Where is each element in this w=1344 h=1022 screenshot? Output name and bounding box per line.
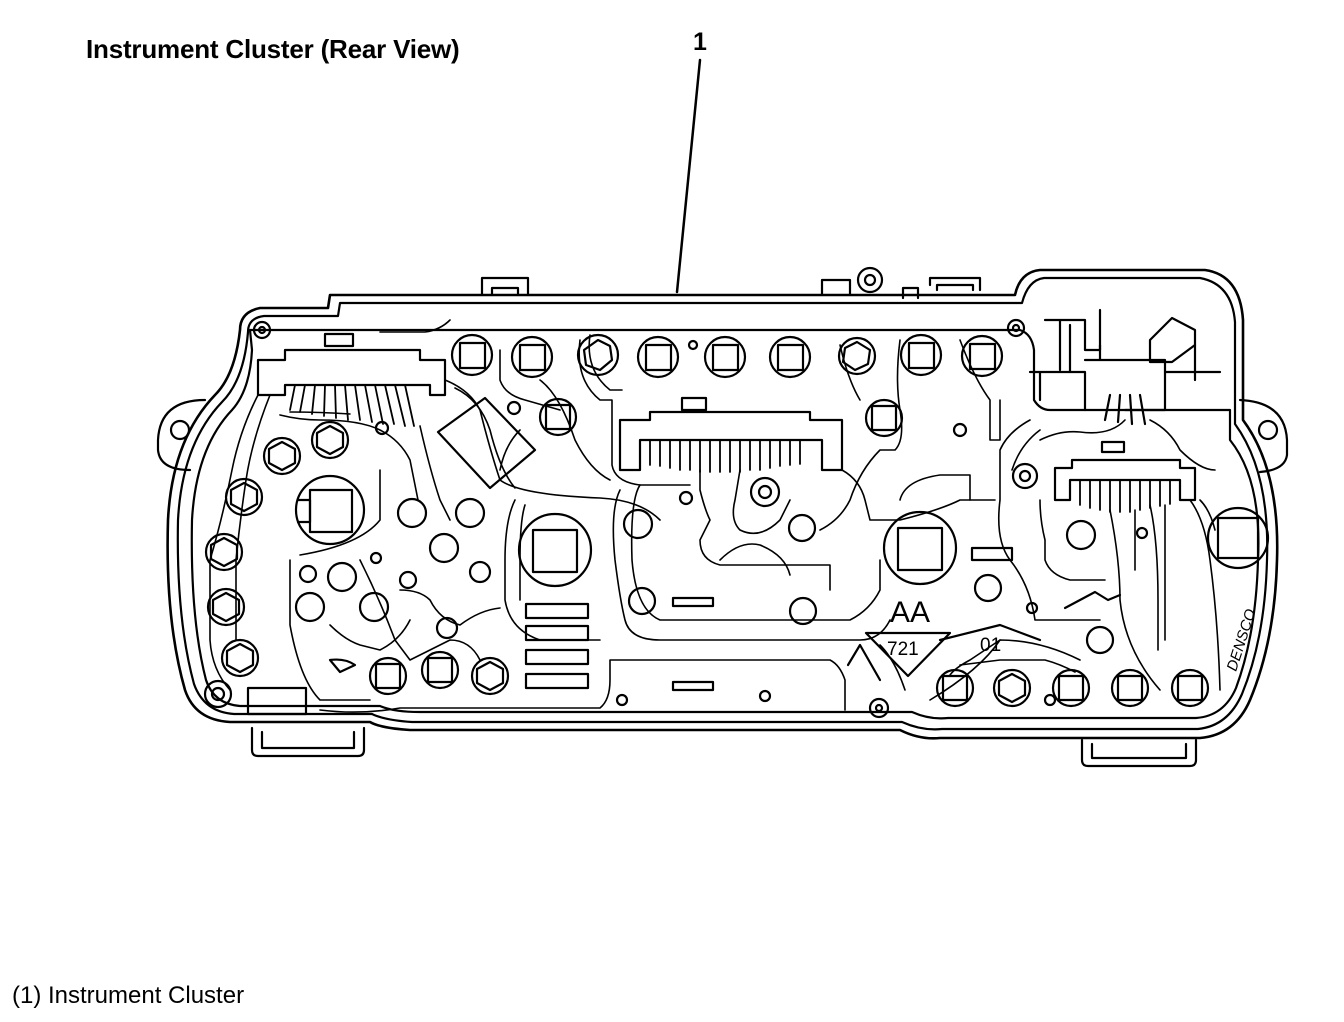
through-holes: [203, 318, 1149, 719]
twist-lock-sockets: [204, 333, 1032, 708]
board-code-triangle: 721: [887, 639, 919, 660]
gauge-lamp-socket: [1206, 506, 1270, 570]
gauge-lamp-sockets: [294, 474, 1270, 588]
bulb-socket: [899, 333, 943, 377]
twist-lock-socket: [837, 336, 877, 376]
gauge-lamp-socket: [294, 474, 366, 546]
gauge-lamp-socket: [882, 510, 958, 586]
twist-lock-socket: [206, 587, 246, 627]
board-code-small: 01: [980, 635, 1001, 656]
housing-outline: [166, 268, 1279, 740]
bulb-socket: [1051, 668, 1091, 708]
center-harness-connector: [618, 396, 844, 473]
callout-leader-line: [675, 58, 702, 294]
bulb-sockets: [368, 333, 1210, 708]
bulb-socket: [864, 398, 904, 438]
right-harness-connector: [1053, 440, 1197, 513]
gauge-lamp-socket: [517, 512, 593, 588]
twist-lock-socket: [220, 638, 260, 678]
callout-legend-1: (1) Instrument Cluster: [12, 982, 245, 1009]
bulb-socket: [703, 335, 747, 379]
bottom-mounting-tabs: [250, 726, 1198, 768]
code-stamp-triangle: [864, 631, 952, 678]
twist-lock-socket: [470, 656, 510, 696]
twist-lock-socket: [310, 420, 350, 460]
twist-lock-socket: [992, 668, 1032, 708]
board-code-large: AA: [890, 596, 930, 629]
board-components: [246, 396, 1122, 716]
figure-title: Instrument Cluster (Rear View): [86, 34, 460, 64]
bulb-socket: [1110, 668, 1150, 708]
bulb-socket: [1170, 668, 1210, 708]
bulb-socket: [636, 335, 680, 379]
maker-marking: DENSCO: [1224, 607, 1260, 674]
twist-lock-socket: [576, 333, 620, 377]
bulb-socket: [450, 333, 494, 377]
bulb-socket: [368, 656, 408, 696]
callout-number-1: 1: [693, 28, 707, 56]
twist-lock-socket: [262, 436, 302, 476]
bulb-socket: [768, 335, 812, 379]
bulb-socket: [510, 335, 554, 379]
housing-inner-rim: [176, 276, 1269, 731]
bulb-socket: [538, 397, 578, 437]
bulb-socket: [960, 334, 1004, 378]
top-right-bracket: [1028, 308, 1222, 426]
circuit-board-outline: [190, 328, 1260, 720]
bulb-socket: [420, 650, 460, 690]
bulb-socket: [935, 668, 975, 708]
top-mounting-tabs: [480, 266, 982, 300]
circuit-traces: [209, 319, 1221, 713]
side-mounting-ears: [156, 398, 1289, 474]
left-harness-connector: [256, 332, 447, 427]
